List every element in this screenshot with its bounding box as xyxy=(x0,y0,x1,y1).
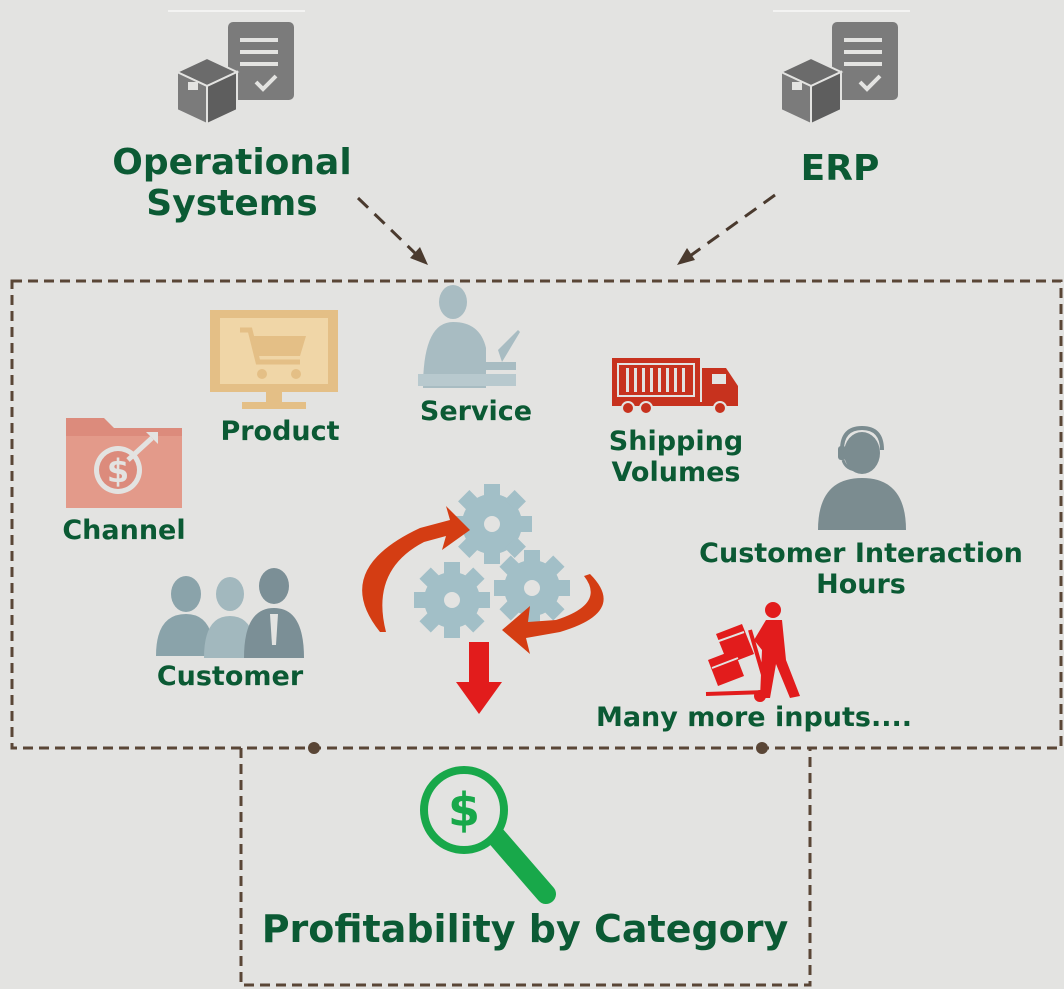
customer-group-icon xyxy=(156,568,304,658)
operational-systems-icon xyxy=(174,22,294,126)
service-label: Service xyxy=(419,396,533,427)
channel-icon: $ xyxy=(66,418,182,508)
customer-label: Customer xyxy=(156,661,304,692)
magnifier-dollar-text: $ xyxy=(448,783,480,837)
inputs-container xyxy=(10,279,1063,750)
shipping-label-line2: Volumes xyxy=(611,457,741,489)
operational-label-line2: Systems xyxy=(146,183,318,225)
shipping-label-line1: Shipping xyxy=(608,426,744,457)
cycle-arrow-bottom xyxy=(502,574,604,654)
product-icon xyxy=(210,310,338,409)
connector-dot-left xyxy=(308,742,320,754)
hand-truck-mover-icon xyxy=(705,602,800,702)
output-container xyxy=(239,748,812,987)
cycle-arrow-top xyxy=(362,506,470,632)
erp-label: ERP xyxy=(800,148,880,189)
operational-systems-label: Operational Systems xyxy=(100,142,364,225)
operational-to-box-arrow xyxy=(356,196,428,265)
operational-label-line1: Operational xyxy=(112,142,352,183)
shipping-volumes-label: Shipping Volumes xyxy=(586,426,766,488)
profitability-title: Profitability by Category xyxy=(261,907,789,951)
erp-to-box-arrow xyxy=(677,193,776,265)
down-arrow-icon xyxy=(456,642,502,714)
customer-interaction-line2: Hours xyxy=(816,569,906,601)
magnifier-dollar-icon: $ xyxy=(420,766,556,904)
customer-interaction-line1: Customer Interaction xyxy=(699,538,1023,569)
channel-dollar-text: $ xyxy=(107,452,129,490)
service-icon xyxy=(418,285,520,388)
erp-icon xyxy=(778,22,898,126)
truck-icon xyxy=(612,358,738,415)
product-label: Product xyxy=(220,416,340,447)
many-more-inputs-label: Many more inputs.... xyxy=(595,702,913,733)
customer-interaction-label: Customer Interaction Hours xyxy=(686,538,1036,600)
connector-dot-right xyxy=(756,742,768,754)
gears-icon xyxy=(414,484,570,638)
channel-label: Channel xyxy=(62,515,186,546)
headset-agent-icon xyxy=(818,425,906,530)
